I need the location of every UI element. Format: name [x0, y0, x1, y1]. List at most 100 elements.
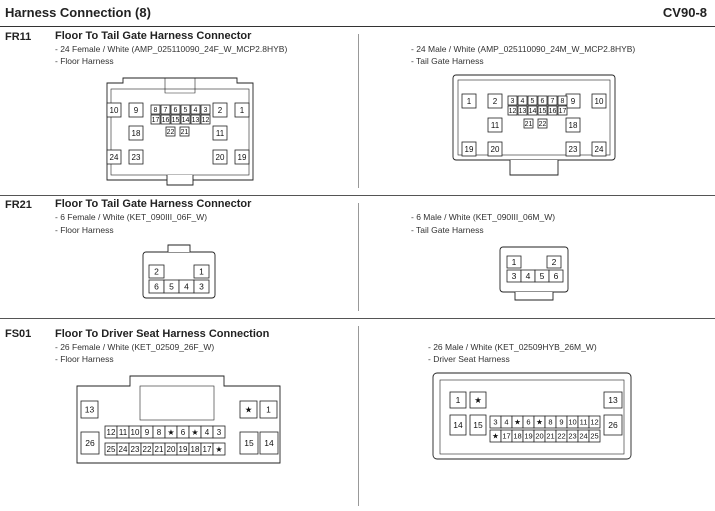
pin-cavity — [212, 149, 228, 165]
pin-cavity — [160, 114, 171, 125]
pin-number: 2 — [218, 106, 223, 115]
pin-number: 14 — [182, 117, 190, 124]
right-harness: - Tail Gate Harness — [411, 56, 484, 66]
pin-number: 10 — [131, 428, 140, 437]
pin-number: 13 — [192, 117, 200, 124]
pin-number: 10 — [568, 418, 576, 427]
section-id: FS01 — [5, 328, 32, 340]
pin-number: 23 — [568, 432, 576, 441]
pin-cavity — [170, 104, 181, 115]
pin-cavity — [180, 104, 191, 115]
pin-cavity — [506, 255, 522, 269]
pin-number: 2 — [154, 267, 159, 277]
pin-number: 10 — [595, 97, 604, 106]
pin-number: 26 — [608, 420, 618, 430]
pin-number: 12 — [107, 428, 116, 437]
pin-number: 3 — [199, 282, 204, 292]
pin-cavity — [603, 391, 623, 409]
left-spec: - 24 Female / White (AMP_025110090_24F_W… — [55, 44, 288, 54]
pin-cavity — [170, 114, 181, 125]
pin-cavity — [190, 104, 201, 115]
pin-cavity — [591, 93, 607, 109]
pin-number: 22 — [539, 121, 547, 128]
pin-number: 17 — [203, 445, 212, 454]
pin-cavity — [588, 429, 601, 443]
pin-cavity — [487, 93, 503, 109]
section-id: FR11 — [5, 31, 32, 43]
page-code: CV90-8 — [662, 5, 707, 20]
pin-cavity — [546, 255, 562, 269]
pin-cavity — [239, 400, 258, 419]
pin-cavity — [527, 95, 538, 106]
pin-number: 3 — [204, 107, 208, 114]
pin-cavity — [106, 102, 122, 118]
pin-number: 1 — [240, 106, 245, 115]
pin-cavity — [527, 105, 538, 116]
pin-cavity — [239, 431, 259, 455]
pin-number: ★ — [474, 395, 482, 405]
right-spec: - 26 Male / White (KET_02509HYB_26M_W) — [428, 342, 597, 352]
pin-number: 5 — [169, 282, 174, 292]
pin-number: 4 — [184, 282, 189, 292]
pin-number: ★ — [536, 418, 543, 427]
pin-number: 25 — [590, 432, 598, 441]
pin-number: 16 — [549, 108, 557, 115]
pin-number: 26 — [85, 438, 95, 448]
pin-number: 18 — [513, 432, 521, 441]
pin-number: 25 — [107, 445, 116, 454]
pin-number: 3 — [511, 98, 515, 105]
pin-number: 5 — [531, 98, 535, 105]
pin-number: 5 — [540, 271, 545, 281]
pin-number: 6 — [174, 107, 178, 114]
pin-cavity — [557, 95, 568, 106]
pin-cavity — [180, 114, 191, 125]
left-spec: - 26 Female / White (KET_02509_26F_W) — [55, 342, 215, 352]
pin-cavity — [591, 141, 607, 157]
pin-number: 20 — [167, 445, 176, 454]
pin-number: ★ — [167, 428, 174, 437]
pin-number: 24 — [110, 153, 119, 162]
page-header: Harness Connection (8) CV90-8 — [0, 0, 715, 26]
pin-number: 19 — [465, 145, 474, 154]
pin-number: 8 — [548, 418, 552, 427]
pin-cavity — [106, 149, 122, 165]
pin-number: 22 — [143, 445, 152, 454]
pin-number: 14 — [529, 108, 537, 115]
pin-cavity — [259, 431, 279, 455]
pin-cavity — [507, 105, 518, 116]
pin-number: 3 — [512, 271, 517, 281]
pin-cavity — [487, 141, 503, 157]
pin-cavity — [537, 95, 548, 106]
pin-cavity — [148, 264, 165, 279]
pin-number: 8 — [154, 107, 158, 114]
pin-number: 19 — [524, 432, 532, 441]
pin-cavity — [179, 126, 190, 137]
pin-number: 9 — [571, 97, 576, 106]
pin-cavity — [517, 105, 528, 116]
pin-number: 23 — [131, 445, 140, 454]
pin-cavity — [449, 391, 467, 409]
pin-cavity — [128, 102, 144, 118]
pin-cavity — [200, 104, 211, 115]
pin-number: ★ — [514, 418, 521, 427]
pin-number: 1 — [199, 267, 204, 277]
pin-number: 15 — [539, 108, 547, 115]
pin-number: 16 — [162, 117, 170, 124]
pin-cavity — [212, 442, 226, 456]
pin-number: 21 — [546, 432, 554, 441]
pin-cavity — [461, 141, 477, 157]
pin-cavity — [128, 125, 144, 141]
pin-number: 15 — [172, 117, 180, 124]
pin-cavity — [212, 102, 228, 118]
column-divider-1 — [358, 34, 359, 188]
section-title: Floor To Tail Gate Harness Connector — [55, 30, 252, 42]
pin-number: 18 — [569, 121, 578, 130]
pin-number: 4 — [526, 271, 531, 281]
pin-number: 13 — [519, 108, 527, 115]
pin-cavity — [150, 104, 161, 115]
page-title: Harness Connection (8) — [5, 5, 151, 20]
right-harness: - Tail Gate Harness — [411, 225, 484, 235]
pin-cavity — [603, 414, 623, 436]
